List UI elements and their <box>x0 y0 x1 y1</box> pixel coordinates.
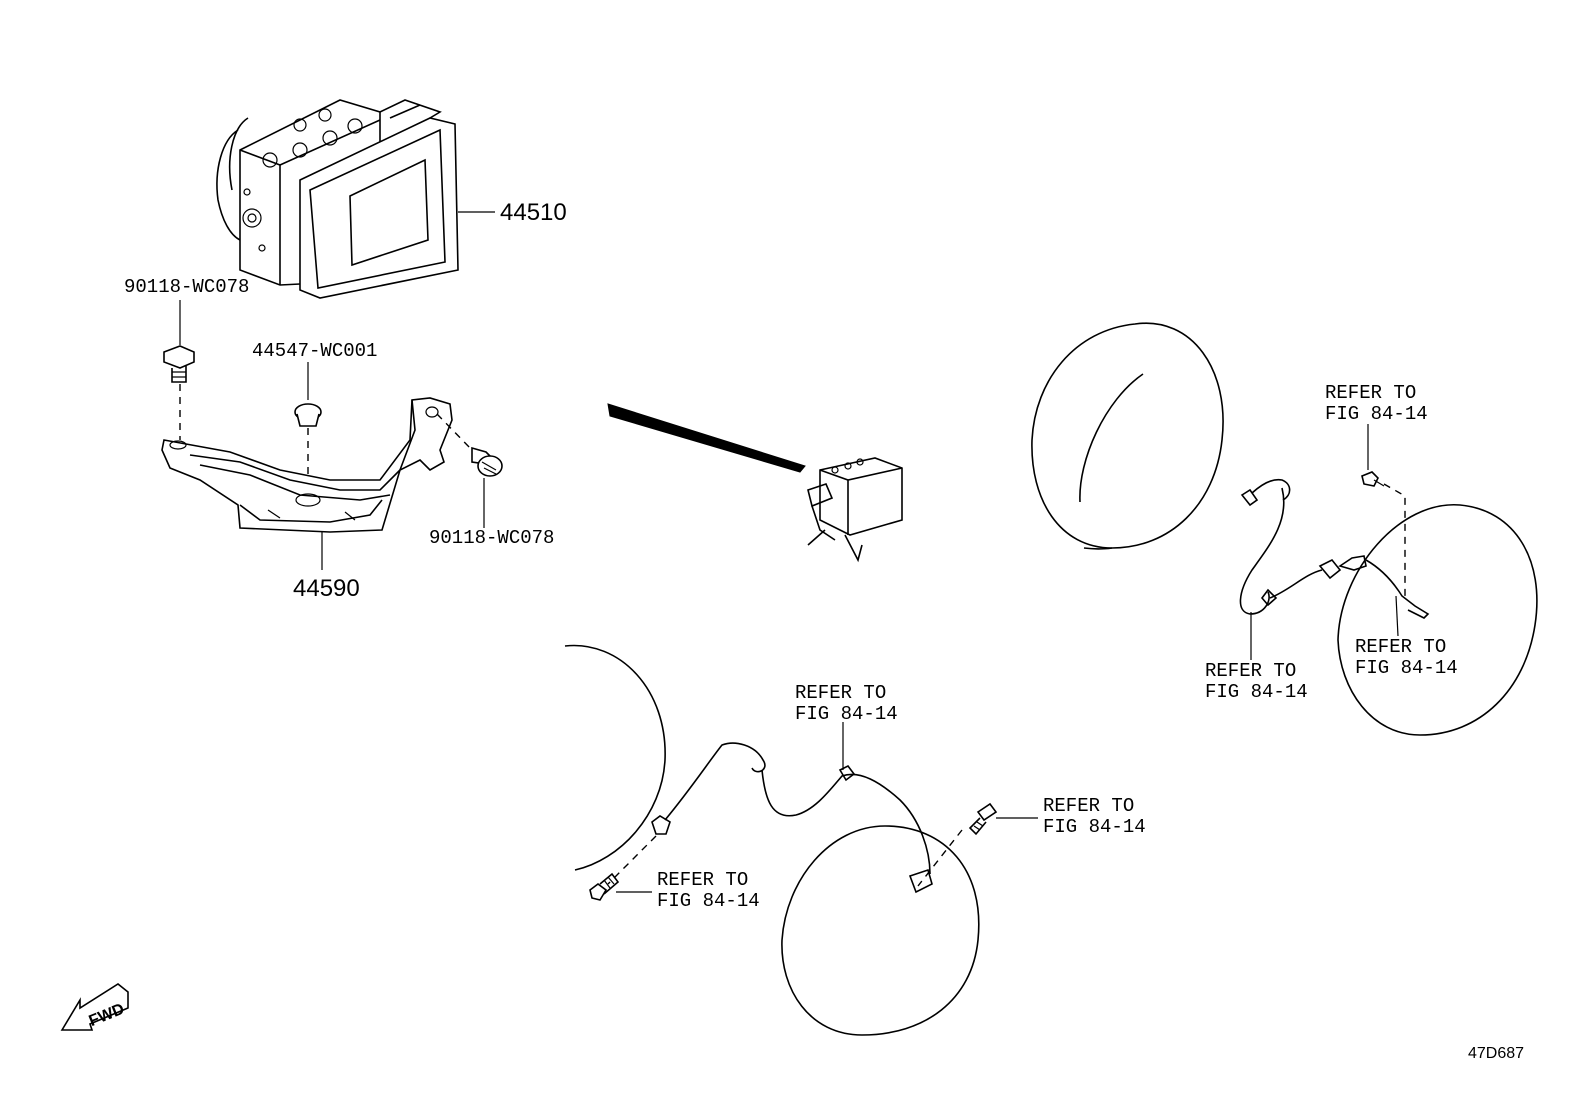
refer-label-rear-sensor-left-line1: REFER TO <box>1205 660 1296 682</box>
part-label-grommet: 44547-WC001 <box>252 340 377 362</box>
refer-label-front-bolt-left-line1: REFER TO <box>657 869 748 891</box>
wheel-icon <box>781 825 980 1036</box>
part-label-bolt-top: 90118-WC078 <box>124 276 249 298</box>
refer-label-front-bolt-right-line2: FIG 84-14 <box>1043 816 1146 838</box>
part-label-44510: 44510 <box>500 199 567 226</box>
wheel-icon <box>1031 322 1224 550</box>
bolt-icon <box>589 872 620 901</box>
wheel-speed-sensor-icon <box>1239 478 1430 619</box>
pointer-wedge <box>607 403 806 473</box>
refer-label-rear-sensor-right-line2: FIG 84-14 <box>1355 657 1458 679</box>
bolt-icon <box>163 345 195 383</box>
abs-actuator-icon <box>216 99 495 299</box>
abs-location-inset-icon <box>807 457 903 563</box>
refer-label-rear-bolt-line1: REFER TO <box>1325 382 1416 404</box>
refer-label-front-bolt-left-line2: FIG 84-14 <box>657 890 760 912</box>
bolt-icon <box>968 802 998 836</box>
refer-label-front-sensor-line1: REFER TO <box>795 682 886 704</box>
bolt-icon <box>1361 471 1385 487</box>
part-label-44590: 44590 <box>293 575 360 602</box>
refer-label-rear-bolt-line2: FIG 84-14 <box>1325 403 1428 425</box>
bolt-icon <box>471 446 503 477</box>
wheel-speed-sensor-icon <box>651 742 933 894</box>
diagram-code: 47D687 <box>1468 1045 1524 1062</box>
bracket-icon <box>161 397 453 533</box>
refer-label-rear-sensor-left-line2: FIG 84-14 <box>1205 681 1308 703</box>
wheel-icon <box>1337 504 1538 736</box>
fwd-arrow-icon: FWD <box>60 983 129 1031</box>
part-label-bolt-right: 90118-WC078 <box>429 527 554 549</box>
refer-label-rear-sensor-right-line1: REFER TO <box>1355 636 1446 658</box>
refer-label-front-bolt-right-line1: REFER TO <box>1043 795 1134 817</box>
grommet-icon <box>294 403 322 427</box>
wheel-icon <box>564 644 666 871</box>
refer-label-front-sensor-line2: FIG 84-14 <box>795 703 898 725</box>
